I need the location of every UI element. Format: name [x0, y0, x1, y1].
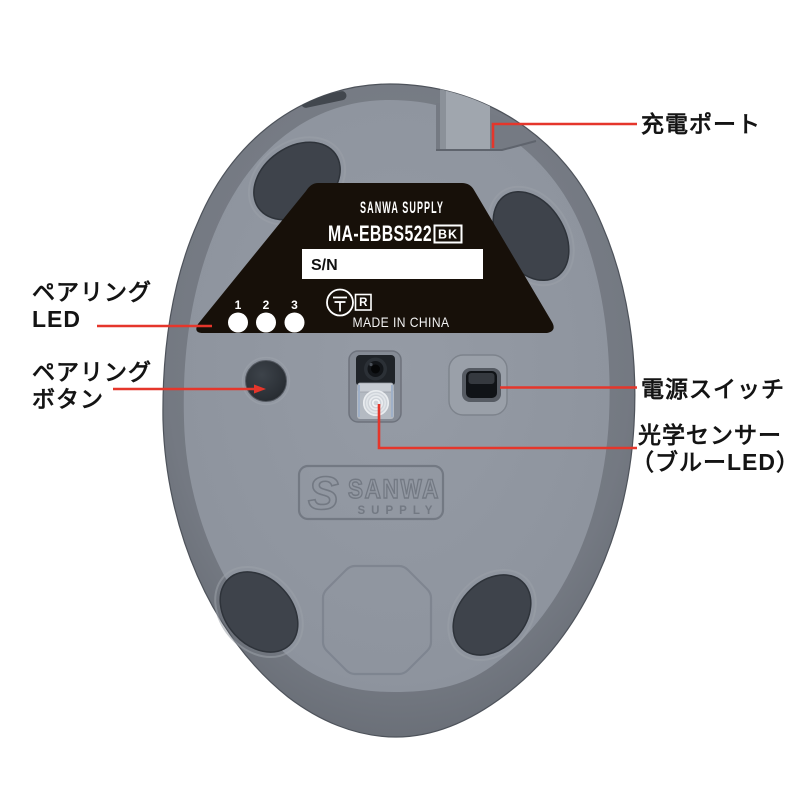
mouse-foot-bottom-left — [214, 565, 304, 659]
bottom-logo-sub: SUPPLY — [358, 505, 439, 517]
label-colorcode-box — [433, 224, 463, 244]
cert-r-text: R — [359, 297, 368, 309]
led-dot-1 — [228, 312, 248, 333]
power-switch — [448, 354, 508, 416]
optical-sensor-text-line2: （ブルーLED） — [631, 449, 800, 475]
charging-port-channel-shadow — [440, 84, 446, 150]
callout-lines — [97, 122, 637, 450]
led-number-3: 3 — [291, 298, 298, 312]
callout-charging-port-label: 充電ポート — [641, 111, 761, 138]
bottom-logo-brand: SANWA — [348, 474, 440, 504]
giteki-mark-icon — [326, 288, 354, 317]
pairing-led-text-line1: ペアリング — [32, 279, 152, 305]
callout-line-charging-port — [491, 122, 637, 148]
led-number-2: 2 — [263, 298, 270, 312]
label-model-text: MA-EBBS522 — [328, 221, 432, 246]
label-colorcode-text: BK — [438, 228, 458, 242]
battery-cover-seam — [321, 564, 433, 676]
led-dot-3 — [284, 312, 305, 333]
charging-port-edge — [436, 140, 537, 151]
top-seam-slot — [301, 91, 347, 108]
led-number-1: 1 — [235, 298, 242, 312]
mouse-foot-bottom-right — [447, 568, 537, 662]
pairing-button — [241, 356, 291, 406]
serial-number-label: S/N — [311, 257, 338, 274]
optical-sensor — [348, 350, 402, 423]
led-dot-2 — [256, 312, 276, 333]
serial-number-box — [302, 249, 483, 279]
power-switch-text: 電源スイッチ — [641, 376, 785, 402]
pairing-button-text-line2: ボタン — [32, 386, 104, 412]
callout-power-switch-label: 電源スイッチ — [641, 376, 785, 403]
label-origin-text: MADE IN CHINA — [353, 314, 450, 330]
mouse-body: SANWA SUPPLY MA-EBBS522 BK S/N 1 2 3 R M… — [162, 83, 636, 738]
bottom-logo: S SANWA SUPPLY — [297, 464, 445, 521]
sensor-led-lens-icon — [362, 389, 389, 416]
cert-r-box — [354, 293, 372, 311]
charging-port-channel — [440, 84, 490, 150]
callout-line-optical-sensor — [377, 404, 637, 450]
callout-optical-sensor-label: 光学センサー （ブルーLED） — [631, 422, 800, 476]
charging-port-text: 充電ポート — [641, 111, 761, 137]
product-label-panel: SANWA SUPPLY MA-EBBS522 BK S/N 1 2 3 R M… — [196, 183, 554, 333]
callout-pairing-led-label: ペアリング LED — [32, 279, 152, 333]
pairing-led-text-line2: LED — [32, 306, 81, 332]
pairing-button-text-line1: ペアリング — [32, 359, 152, 385]
callout-arrow-pairing-button — [254, 384, 266, 394]
optical-sensor-text-line1: 光学センサー — [638, 422, 782, 448]
callout-pairing-button-label: ペアリング ボタン — [32, 359, 152, 413]
bottom-logo-mark: S — [308, 467, 339, 519]
label-brand-text: SANWA SUPPLY — [360, 198, 444, 217]
